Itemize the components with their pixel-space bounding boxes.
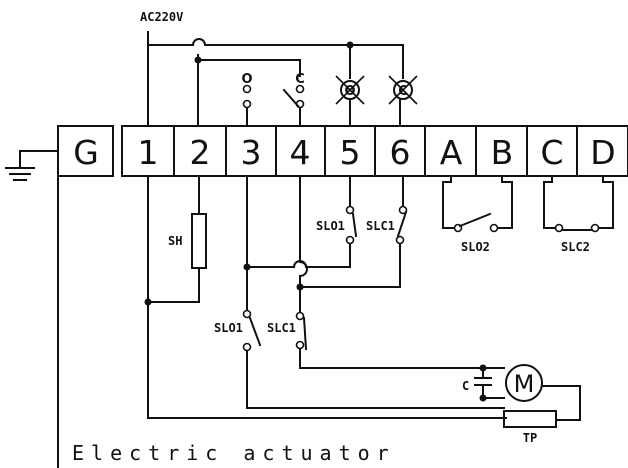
terminal-label: A <box>440 133 463 172</box>
terminal-label: G <box>73 133 99 172</box>
lamp-open-label: O <box>344 84 355 99</box>
open-close-selector <box>242 84 305 127</box>
terminal-label: 3 <box>241 133 262 172</box>
capacitor <box>474 364 505 402</box>
terminal-label: B <box>491 133 514 172</box>
supply-wires <box>147 31 404 127</box>
slc2-label: SLC2 <box>561 240 590 254</box>
control-wires <box>243 175 401 313</box>
selector-open-label: O <box>241 72 252 87</box>
slc1-bottom-label: SLC1 <box>267 321 296 335</box>
indicator-lamp-open <box>335 75 365 127</box>
limit-switch-slc1-top <box>395 175 408 251</box>
space-heater <box>144 175 207 306</box>
terminal-label: 1 <box>138 133 159 172</box>
limit-switch-slc1-bottom <box>295 311 484 369</box>
terminal-label: 2 <box>190 133 211 172</box>
capacitor-label: C <box>462 379 469 393</box>
potentiometer-label: TP <box>523 431 537 445</box>
aux-switch-slc2 <box>543 175 614 233</box>
terminal-strip <box>57 125 628 177</box>
potentiometer <box>503 410 557 428</box>
caption: Electric actuator <box>72 441 396 465</box>
slo1-bottom-label: SLO1 <box>214 321 243 335</box>
lamp-close-label: C <box>398 84 408 99</box>
terminal-label: 4 <box>290 133 311 172</box>
supply-label: AC220V <box>140 10 183 24</box>
terminal-label: 5 <box>340 133 361 172</box>
motor-label: M <box>514 370 535 398</box>
terminal-label: C <box>540 133 563 172</box>
motor-icon <box>505 364 581 421</box>
indicator-lamp-close <box>388 75 418 127</box>
terminal-label: 6 <box>390 133 411 172</box>
heater-label: SH <box>168 234 182 248</box>
terminal-label: D <box>590 133 615 172</box>
limit-switch-slo1-top <box>345 175 358 251</box>
slo2-label: SLO2 <box>461 240 490 254</box>
slc1-top-label: SLC1 <box>366 219 395 233</box>
slo1-top-label: SLO1 <box>316 219 345 233</box>
ground-icon <box>5 150 59 181</box>
aux-switch-slo2 <box>442 175 513 233</box>
limit-switch-slo1-bottom <box>242 309 505 409</box>
selector-close-label: C <box>295 72 305 87</box>
